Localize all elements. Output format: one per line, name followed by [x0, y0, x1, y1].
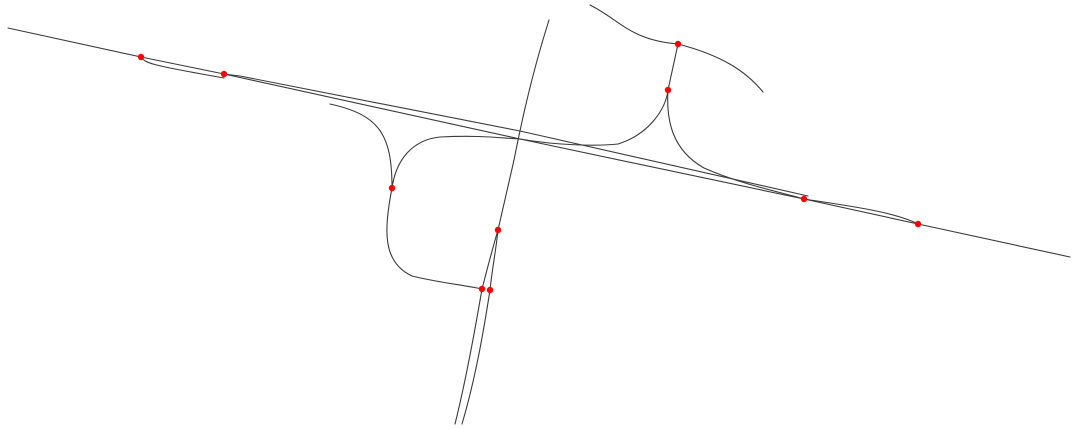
south-branch-road-east[interactable] — [461, 229, 499, 425]
junction-node-4[interactable] — [664, 86, 672, 94]
southwest-loop-ramp-inner[interactable] — [391, 135, 521, 189]
highway-parallel-line[interactable] — [223, 73, 809, 197]
junction-node-10[interactable] — [486, 286, 494, 294]
north-connector-road[interactable] — [667, 43, 679, 91]
junction-node-8[interactable] — [494, 226, 502, 234]
node-layer — [137, 40, 922, 294]
junction-node-1[interactable] — [137, 53, 145, 61]
junction-node-3[interactable] — [674, 40, 682, 48]
junction-node-5[interactable] — [388, 184, 396, 192]
southwest-loop-ramp-outer[interactable] — [329, 103, 483, 290]
south-branch-road-west[interactable] — [454, 229, 499, 425]
northeast-loop-ramp-inner[interactable] — [519, 89, 669, 146]
junction-node-9[interactable] — [478, 285, 486, 293]
east-exit-ramp[interactable] — [803, 198, 919, 225]
junction-node-7[interactable] — [914, 220, 922, 228]
junction-node-2[interactable] — [220, 70, 228, 78]
junction-node-6[interactable] — [800, 195, 808, 203]
north-south-road[interactable] — [497, 19, 550, 231]
northeast-loop-ramp-outer[interactable] — [667, 89, 805, 200]
